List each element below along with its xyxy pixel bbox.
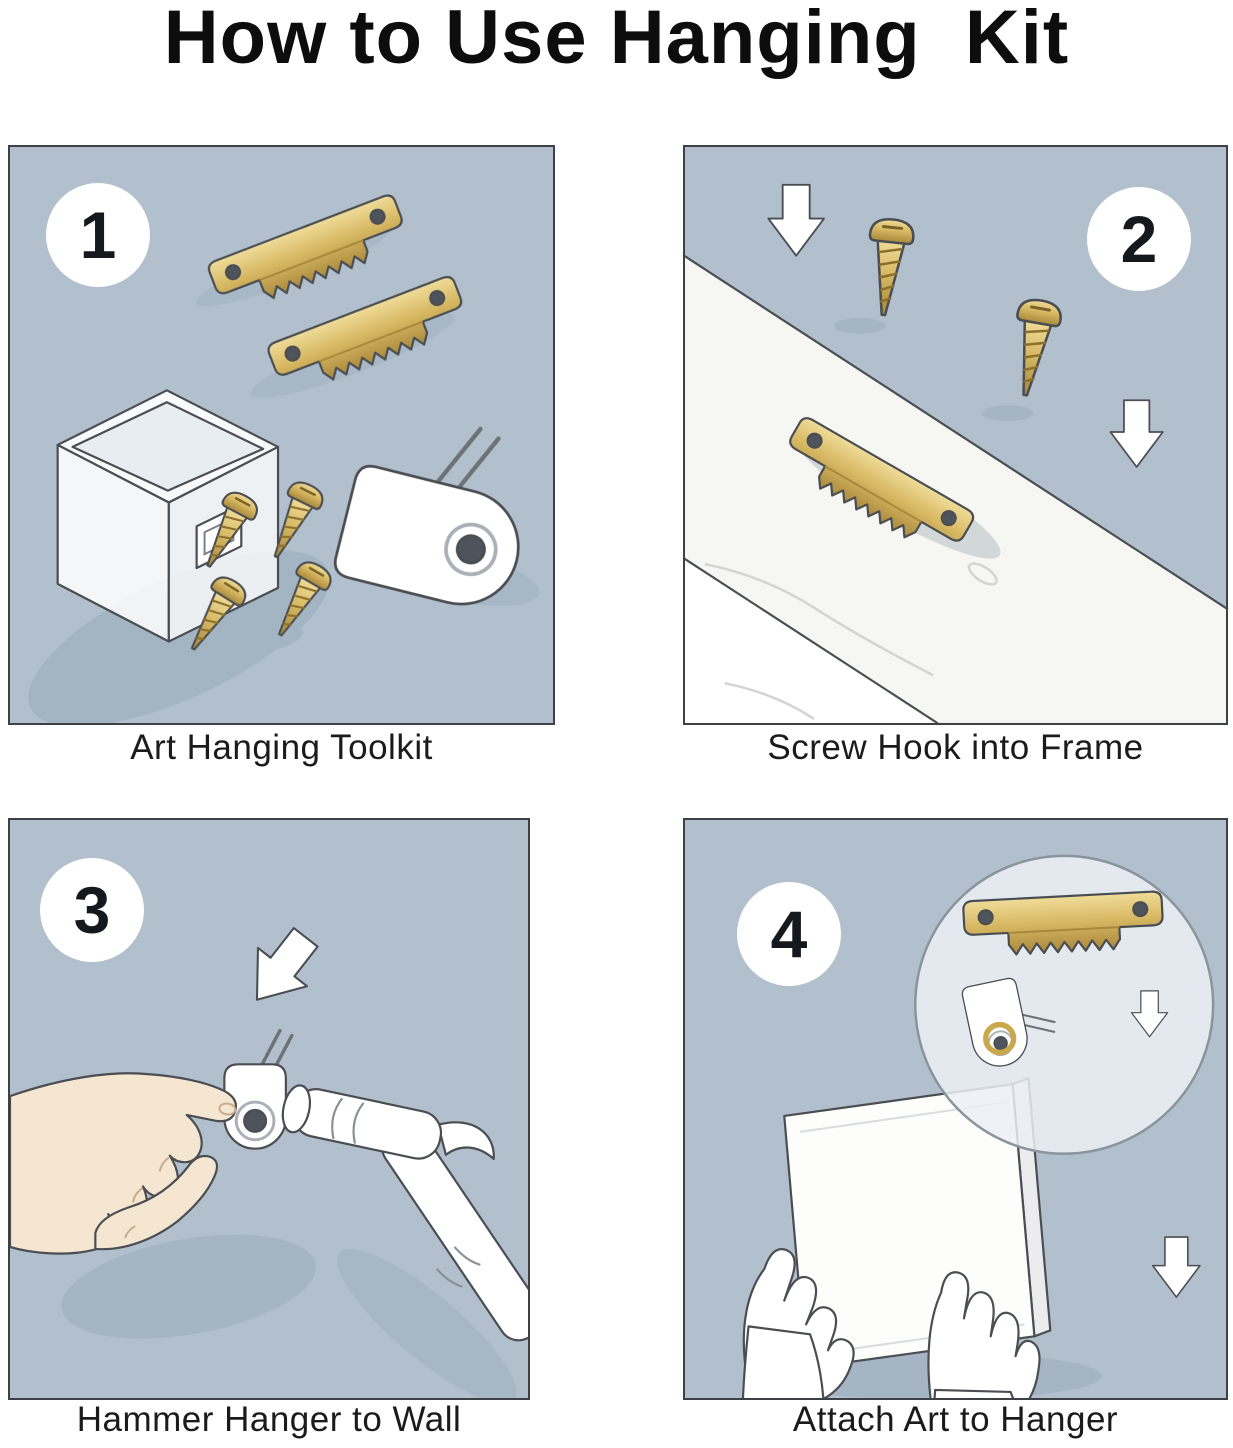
- shadows: [61, 1234, 517, 1398]
- step-number: 3: [73, 873, 111, 947]
- wood-frame-icon: [685, 255, 1226, 723]
- arrow-down-icon: [1109, 399, 1164, 468]
- screw-shadow: [981, 405, 1034, 422]
- right-hand-icon: [927, 1271, 1041, 1398]
- arrow-down-icon: [231, 917, 332, 1020]
- step-panel-2: 2: [683, 145, 1228, 725]
- step-number: 4: [770, 897, 808, 971]
- step-caption-4: Attach Art to Hanger: [792, 1400, 1119, 1439]
- screw-icon: [1002, 295, 1065, 401]
- screw-into-frame-illustration: [685, 183, 1226, 723]
- step-number-badge: 2: [1087, 187, 1191, 291]
- hand-icon: [10, 1072, 237, 1255]
- attach-art-illustration: [741, 854, 1215, 1398]
- arrow-down-icon: [1151, 1236, 1201, 1298]
- screw-shadow: [833, 317, 886, 334]
- step-caption-1: Art Hanging Toolkit: [130, 728, 433, 767]
- wall-hook-icon: [223, 1028, 294, 1150]
- hammer-to-wall-illustration: [10, 917, 528, 1398]
- zoom-circle: [914, 854, 1215, 1155]
- page-title: How to Use Hanging Kit: [163, 0, 1070, 80]
- step-caption-3: Hammer Hanger to Wall: [76, 1400, 462, 1439]
- step-number: 2: [1120, 202, 1158, 276]
- arrow-down-icon: [767, 183, 825, 257]
- step-number-badge: 1: [46, 183, 150, 287]
- step-number: 1: [79, 198, 117, 272]
- left-hand-icon: [741, 1248, 855, 1398]
- screw-icon: [860, 215, 917, 319]
- step-caption-2: Screw Hook into Frame: [767, 728, 1144, 767]
- hook-ring-icon: [983, 1021, 1017, 1056]
- step-number-badge: 4: [737, 882, 841, 986]
- toolkit-illustration: [28, 192, 553, 723]
- step-panel-1: 1: [8, 145, 555, 725]
- hammer-icon: [281, 1084, 528, 1342]
- step-panel-3: 3: [8, 818, 530, 1400]
- step-number-badge: 3: [40, 858, 144, 962]
- step-panel-4: 4: [683, 818, 1228, 1400]
